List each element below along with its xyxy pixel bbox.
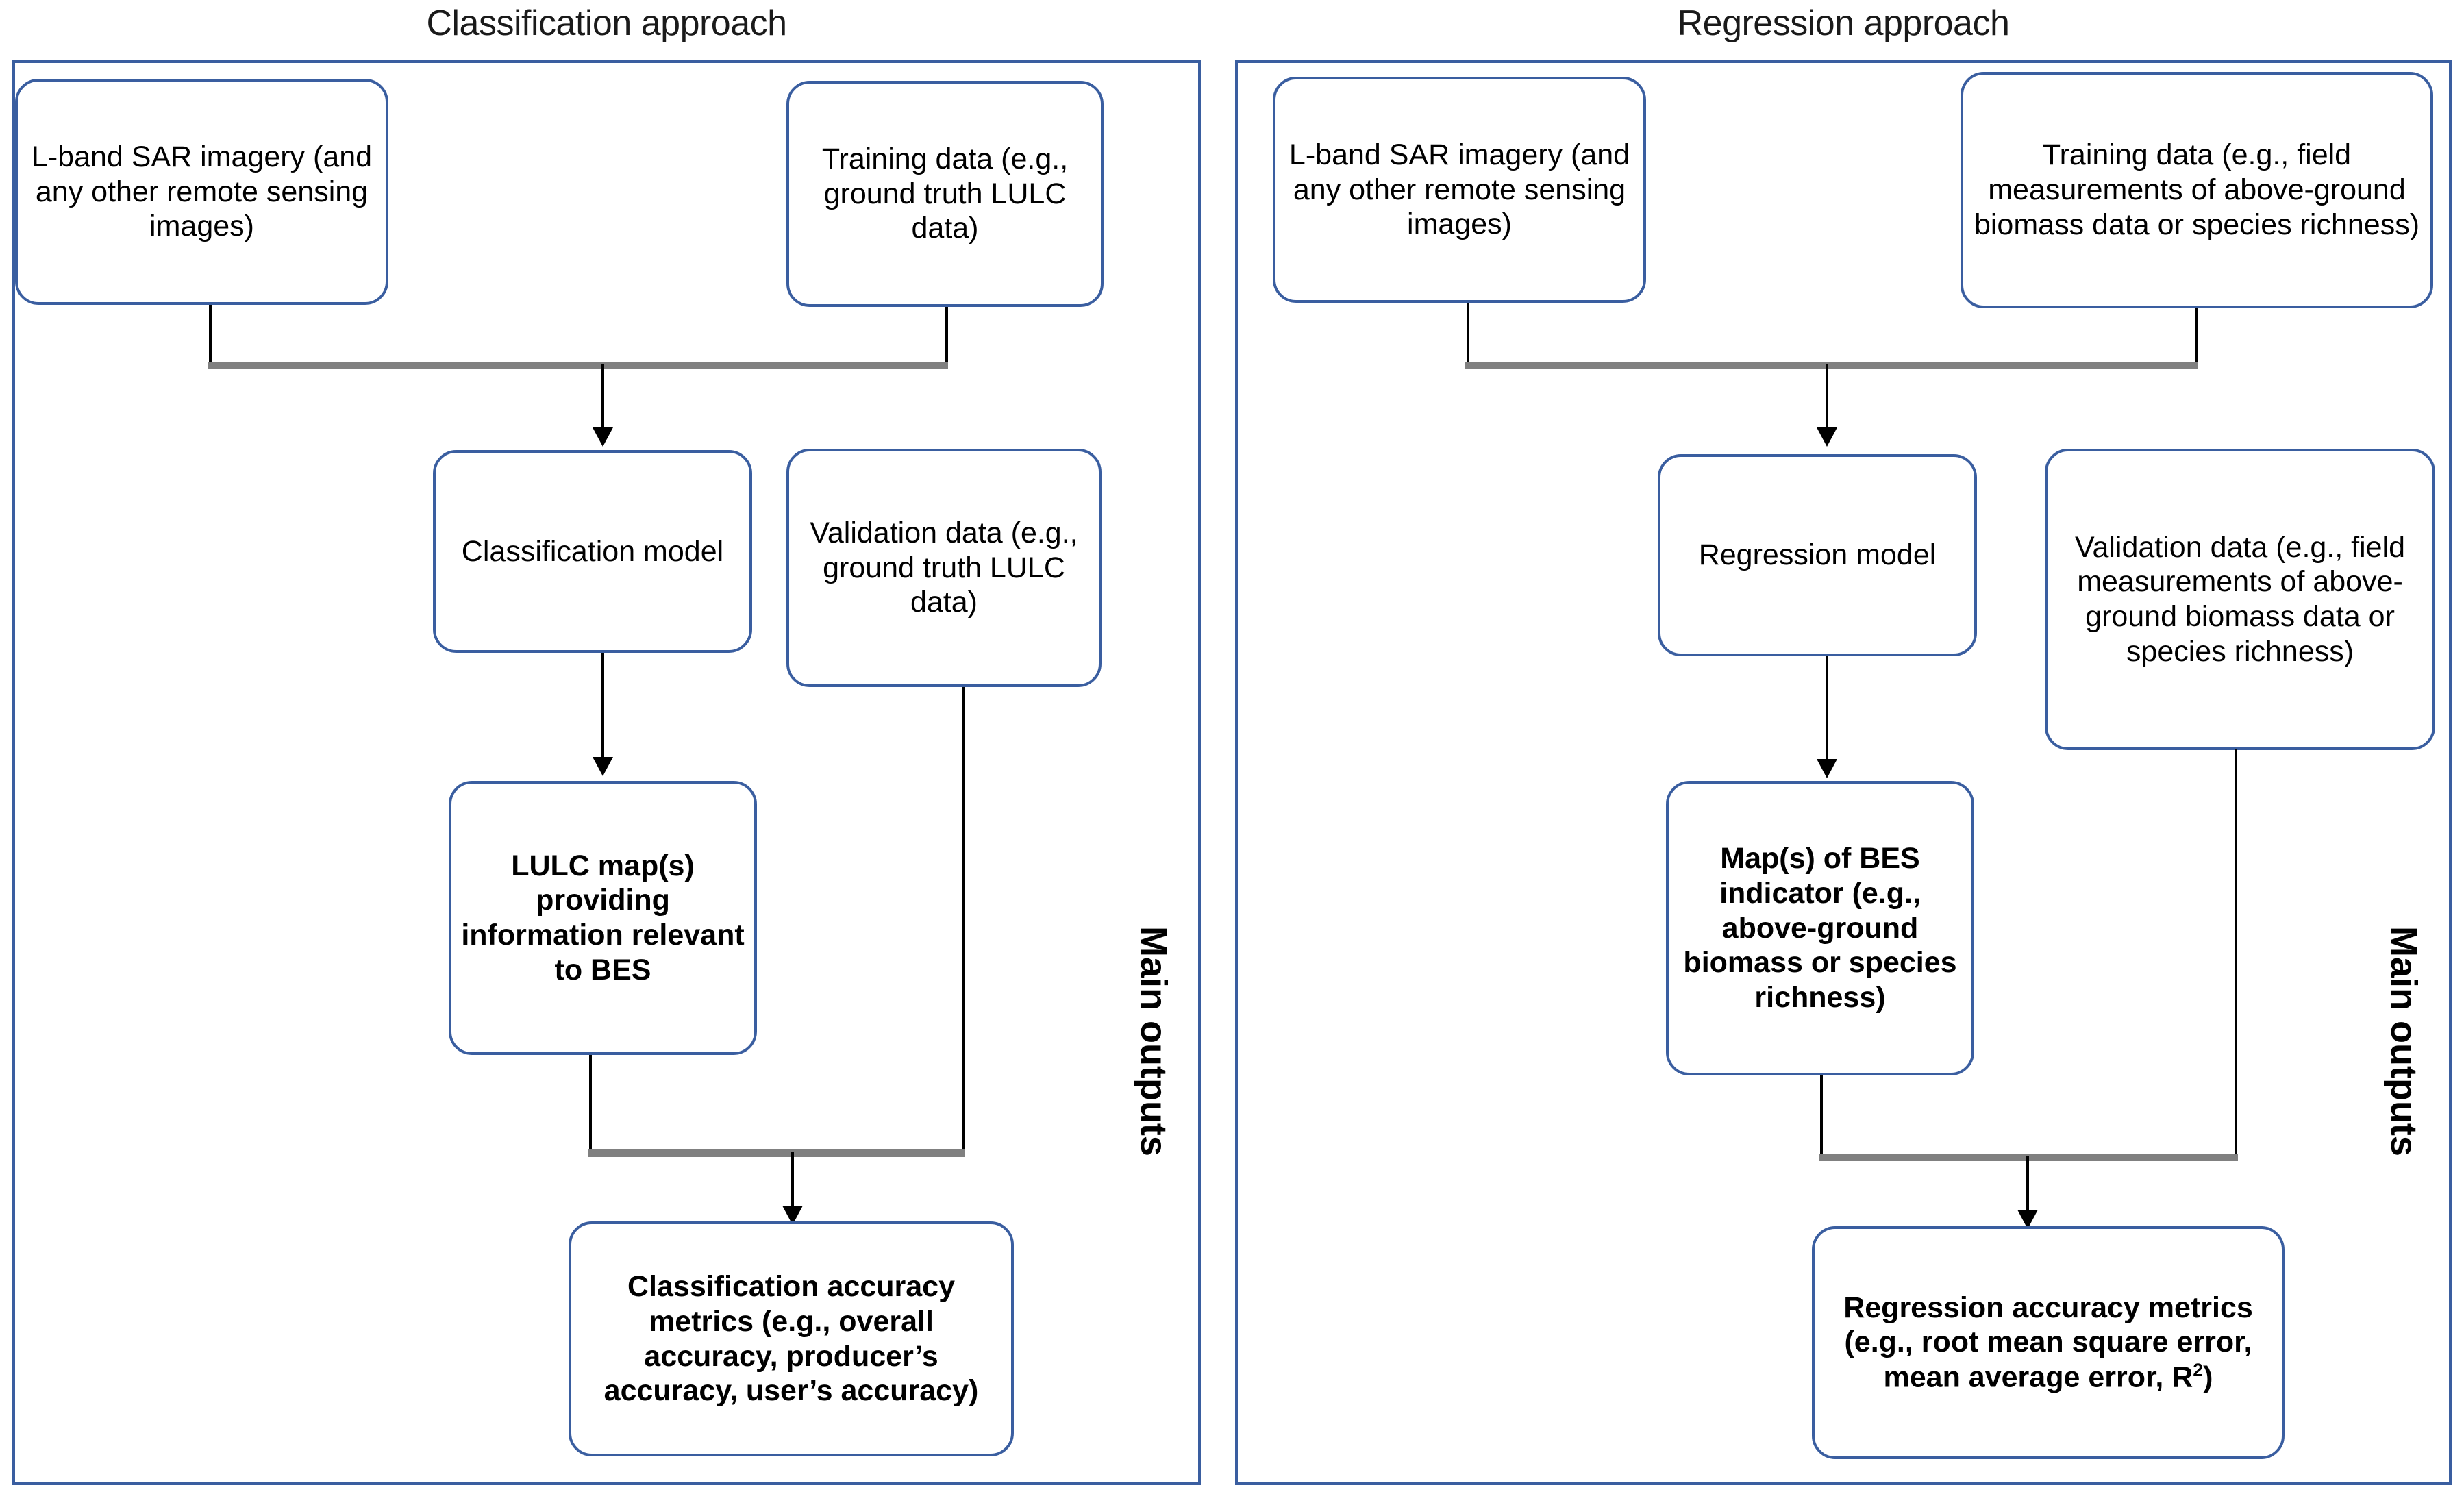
node-classification-validation-data[interactable]: Validation data (e.g., ground truth LULC… (786, 449, 1102, 687)
connector-regression-map-down (1820, 1075, 1823, 1159)
connector-regression-training-down (2195, 308, 2198, 366)
node-regression-input-imagery[interactable]: L-band SAR imagery (and any other remote… (1273, 77, 1646, 303)
node-regression-model[interactable]: Regression model (1658, 454, 1977, 656)
connector-training-data-down (945, 307, 948, 366)
connector-regression-validation-down (2235, 749, 2237, 1158)
connector-validation-down (962, 687, 965, 1153)
connector-model-to-map (601, 653, 604, 762)
connector-merge-to-metrics (791, 1152, 794, 1211)
arrowhead-regression-to-output-map (1817, 759, 1837, 778)
node-classification-model[interactable]: Classification model (433, 450, 752, 653)
node-classification-training-data[interactable]: Training data (e.g., ground truth LULC d… (786, 81, 1104, 307)
arrowhead-to-output-map (593, 757, 613, 776)
arrowhead-to-model (593, 427, 613, 447)
panel-title-classification: Classification approach (426, 3, 787, 43)
node-regression-validation-data[interactable]: Validation data (e.g., field measurement… (2045, 449, 2435, 750)
panel-title-regression: Regression approach (1677, 3, 2010, 43)
node-classification-input-imagery[interactable]: L-band SAR imagery (and any other remote… (15, 79, 388, 305)
connector-regression-model-to-map (1826, 656, 1828, 764)
connector-regression-merge-bar-top (1465, 362, 2198, 369)
arrowhead-regression-to-model (1817, 427, 1837, 447)
connector-regression-merge-to-metrics (2026, 1156, 2029, 1215)
regression-metrics-text: Regression accuracy metrics (e.g., root … (1843, 1291, 2253, 1394)
regression-main-outputs-label: Main outputs (2383, 926, 2424, 1156)
connector-input-imagery-down (209, 305, 212, 366)
node-regression-output-map[interactable]: Map(s) of BES indicator (e.g., above-gro… (1666, 781, 1974, 1075)
node-classification-output-metrics[interactable]: Classification accuracy metrics (e.g., o… (569, 1221, 1014, 1456)
connector-merge-bar-top (208, 362, 948, 369)
r-squared-exponent: 2 (2193, 1360, 2204, 1381)
connector-merge-to-model (601, 364, 604, 433)
node-regression-output-metrics[interactable]: Regression accuracy metrics (e.g., root … (1812, 1226, 2285, 1459)
connector-regression-input-down (1467, 303, 1469, 366)
connector-merge-bar-bottom (588, 1149, 965, 1157)
connector-regression-merge-to-model (1826, 364, 1828, 433)
node-classification-output-map[interactable]: LULC map(s) providing information releva… (449, 781, 757, 1055)
connector-map-down (589, 1055, 592, 1154)
node-regression-training-data[interactable]: Training data (e.g., field measurements … (1961, 72, 2433, 308)
arrowhead-regression-to-output-metrics (2017, 1210, 2038, 1229)
classification-main-outputs-label: Main outputs (1133, 926, 1174, 1156)
